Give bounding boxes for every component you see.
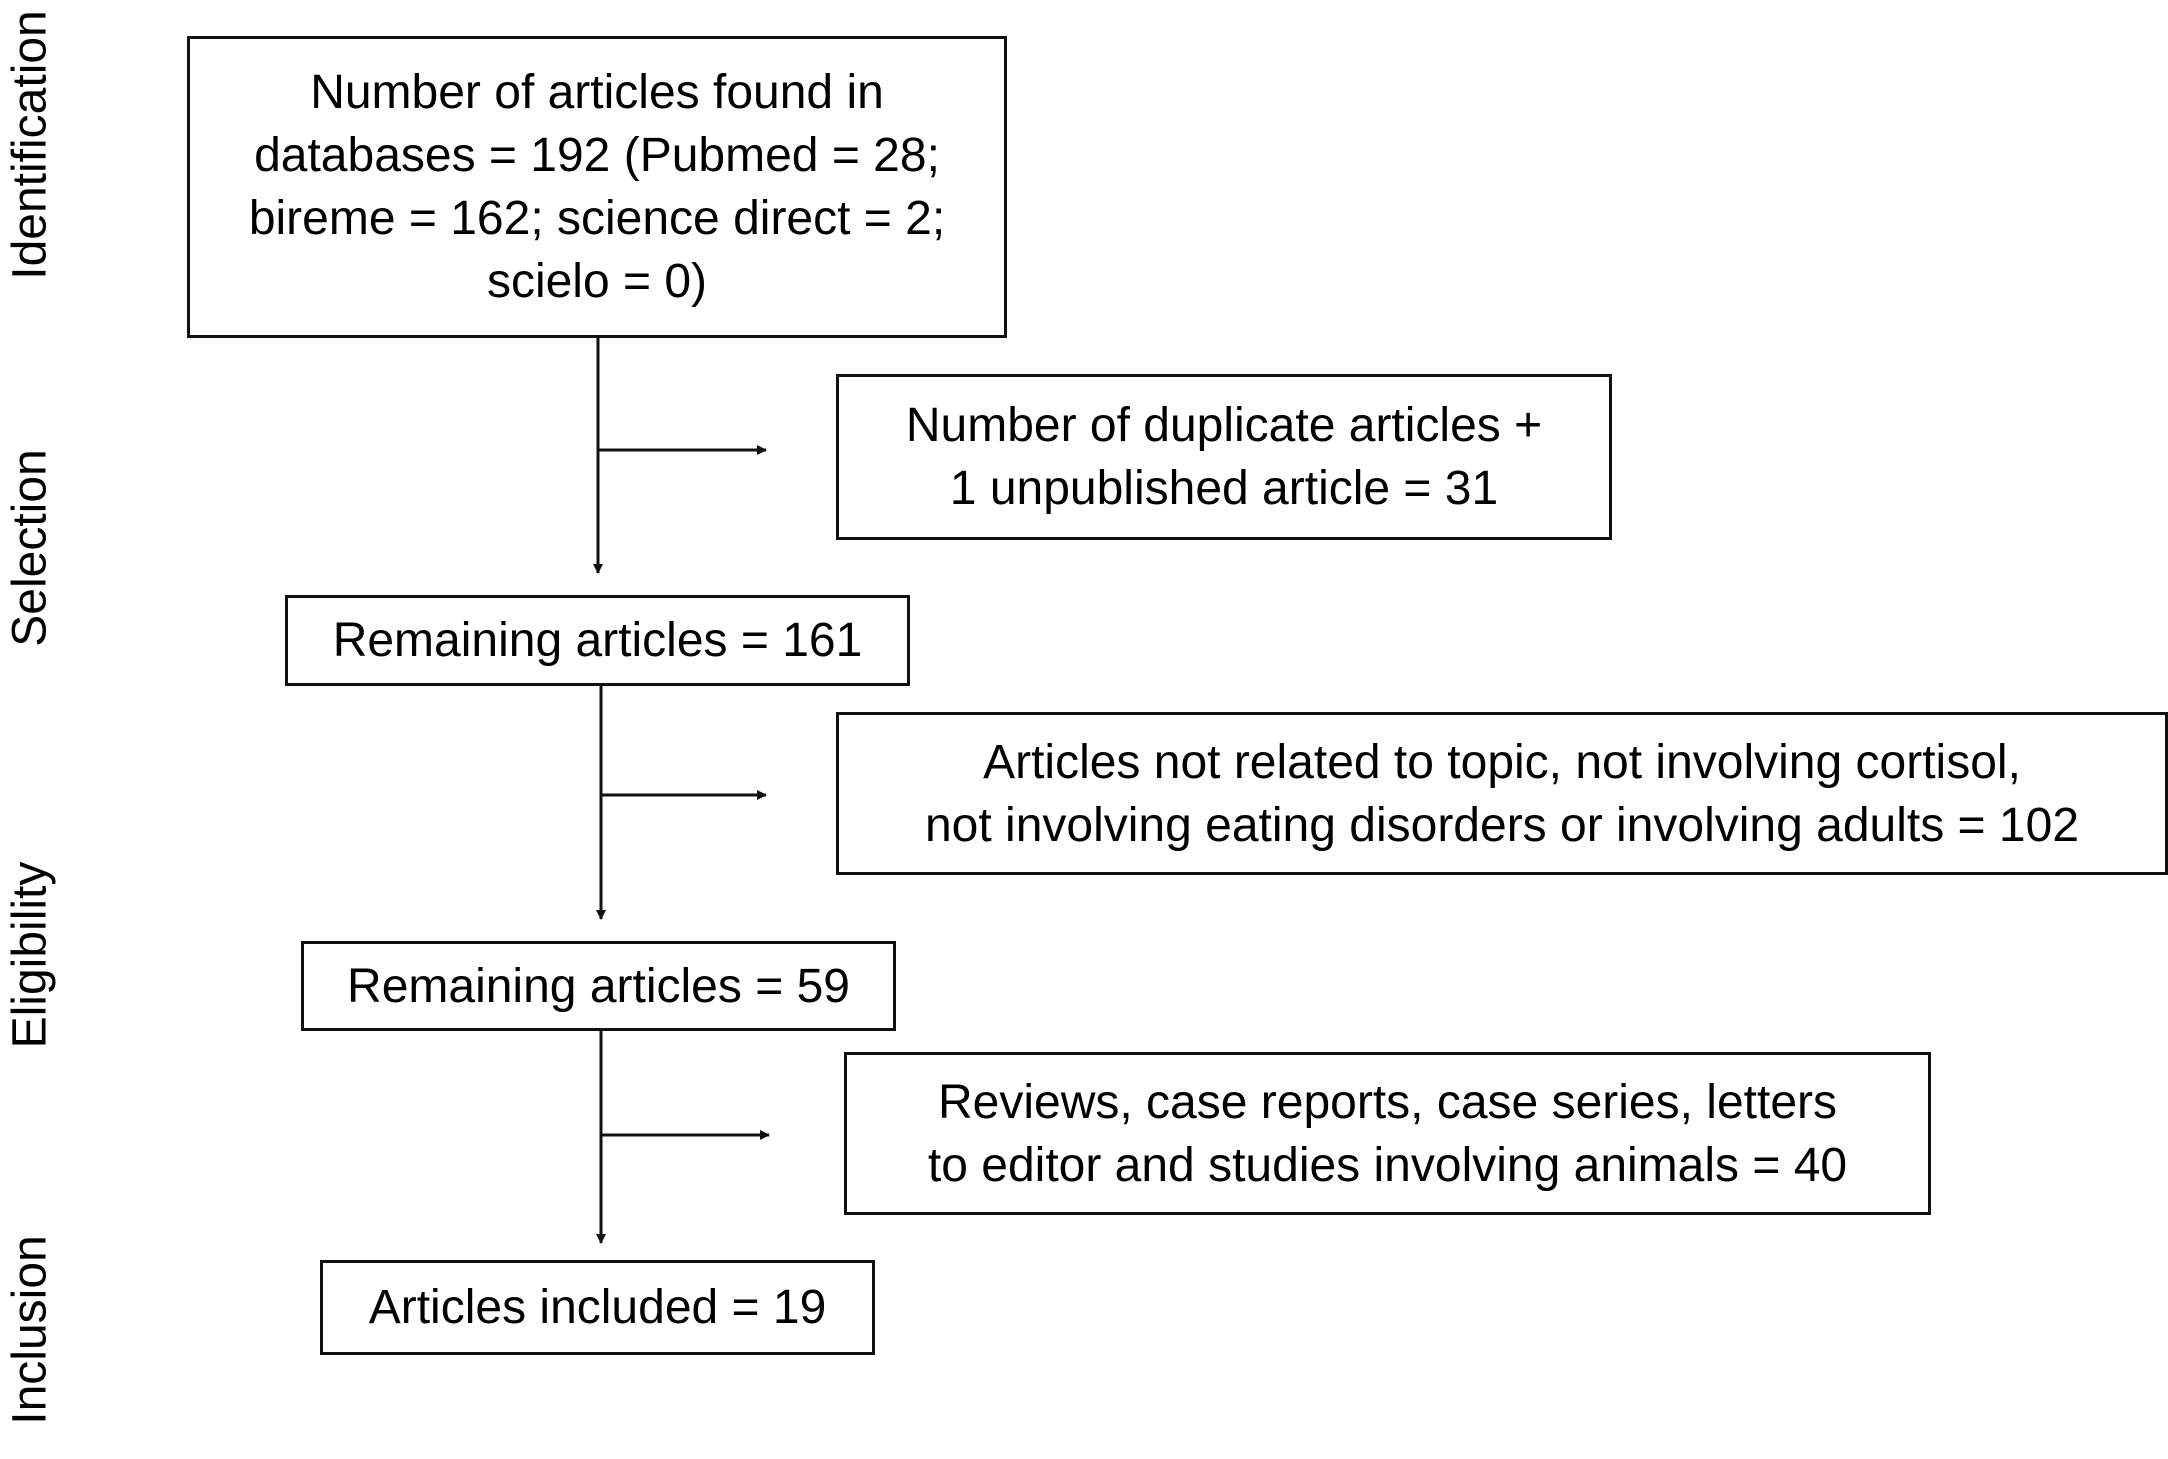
box-remaining-59: Remaining articles = 59 [301,941,896,1031]
stage-label-inclusion: Inclusion [3,1235,57,1425]
stage-label-eligibility: Eligibility [3,861,57,1049]
box-not-related: Articles not related to topic, not invol… [836,712,2168,875]
box-remaining-161-text: Remaining articles = 161 [332,614,863,667]
box-not-related-text: Articles not related to topic, not invol… [924,735,2080,852]
box-articles-found: Number of articles found in databases = … [187,36,1007,338]
box-reviews: Reviews, case reports, case series, lett… [844,1052,1931,1215]
box-articles-found-text: Number of articles found in databases = … [248,66,946,308]
box-duplicates: Number of duplicate articles + 1 unpubli… [836,374,1612,540]
box-articles-included-text: Articles included = 19 [368,1281,827,1334]
box-reviews-text: Reviews, case reports, case series, lett… [927,1075,1848,1192]
box-remaining-59-text: Remaining articles = 59 [347,959,850,1013]
stage-label-identification: Identification [3,10,57,280]
stage-label-selection: Selection [3,449,57,647]
box-duplicates-text: Number of duplicate articles + 1 unpubli… [905,399,1543,515]
box-articles-included: Articles included = 19 [320,1260,875,1355]
box-remaining-161: Remaining articles = 161 [285,595,910,686]
